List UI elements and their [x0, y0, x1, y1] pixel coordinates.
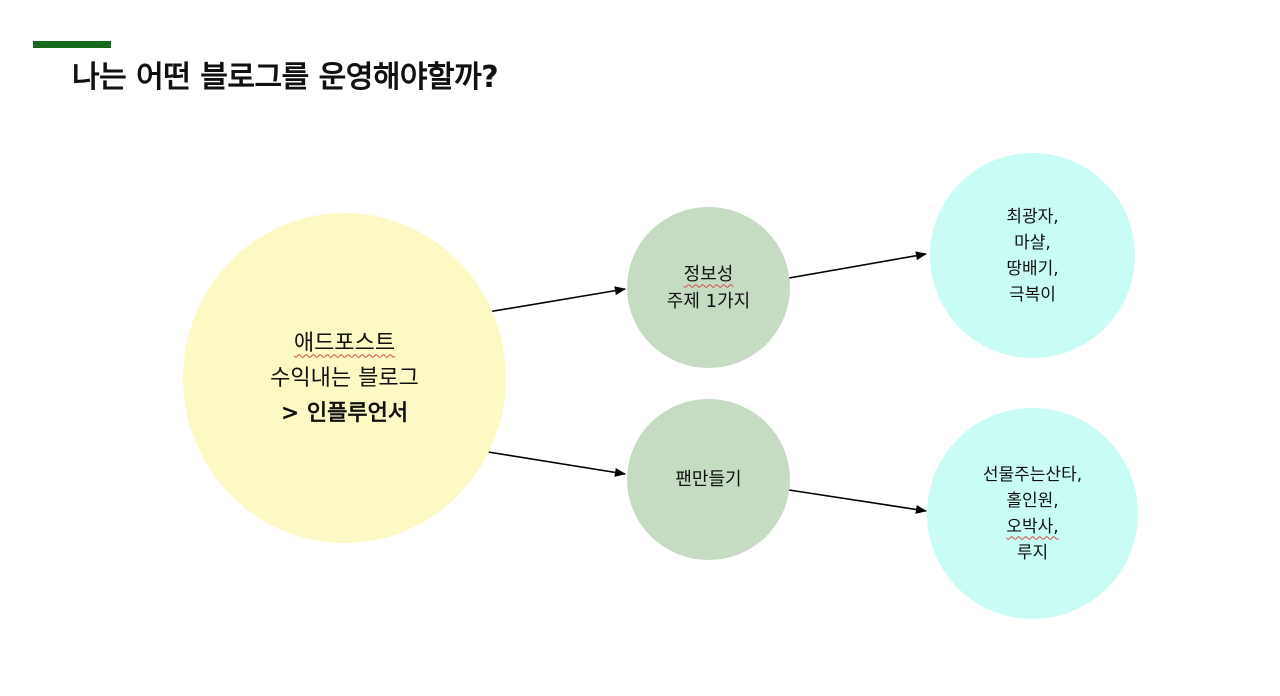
- root-node-line-2: 수익내는 블로그: [270, 365, 419, 391]
- root-node: 애드포스트 수익내는 블로그 > 인플루언서: [183, 213, 506, 543]
- fan-node-line-1: 팬만들기: [675, 469, 742, 490]
- accent-bar: [33, 41, 111, 48]
- page-title: 나는 어떤 블로그를 운영해야할까?: [72, 60, 499, 95]
- info-examples-line-2: 마샬,: [1014, 232, 1051, 253]
- info-node-line-1: 정보성: [683, 263, 734, 285]
- root-node-line-1: 애드포스트: [293, 330, 396, 356]
- info-examples-line-1: 최광자,: [1006, 206, 1059, 227]
- info-examples-line-3: 땅배기,: [1006, 258, 1059, 279]
- fan-examples-node: 선물주는산타, 홀인원, 오박사, 루지: [927, 408, 1138, 619]
- info-examples-node: 최광자, 마샬, 땅배기, 극복이: [930, 153, 1135, 358]
- info-examples-line-4: 극복이: [1009, 284, 1056, 305]
- root-node-line-3: > 인플루언서: [280, 400, 409, 426]
- fan-examples-line-2: 홀인원,: [1006, 490, 1059, 511]
- fan-examples-line-4: 루지: [1016, 542, 1049, 563]
- arrow-root-to-fan: [487, 451, 627, 477]
- arrow-info-to-examples: [788, 251, 928, 279]
- arrow-root-to-info: [487, 286, 627, 313]
- fan-examples-line-3: 오박사,: [1006, 516, 1059, 537]
- fan-node: 팬만들기: [627, 399, 790, 560]
- fan-examples-line-1: 선물주는산타,: [982, 464, 1083, 485]
- info-node: 정보성 주제 1가지: [627, 207, 790, 368]
- arrow-fan-to-examples: [788, 489, 928, 514]
- info-node-line-2: 주제 1가지: [666, 290, 751, 312]
